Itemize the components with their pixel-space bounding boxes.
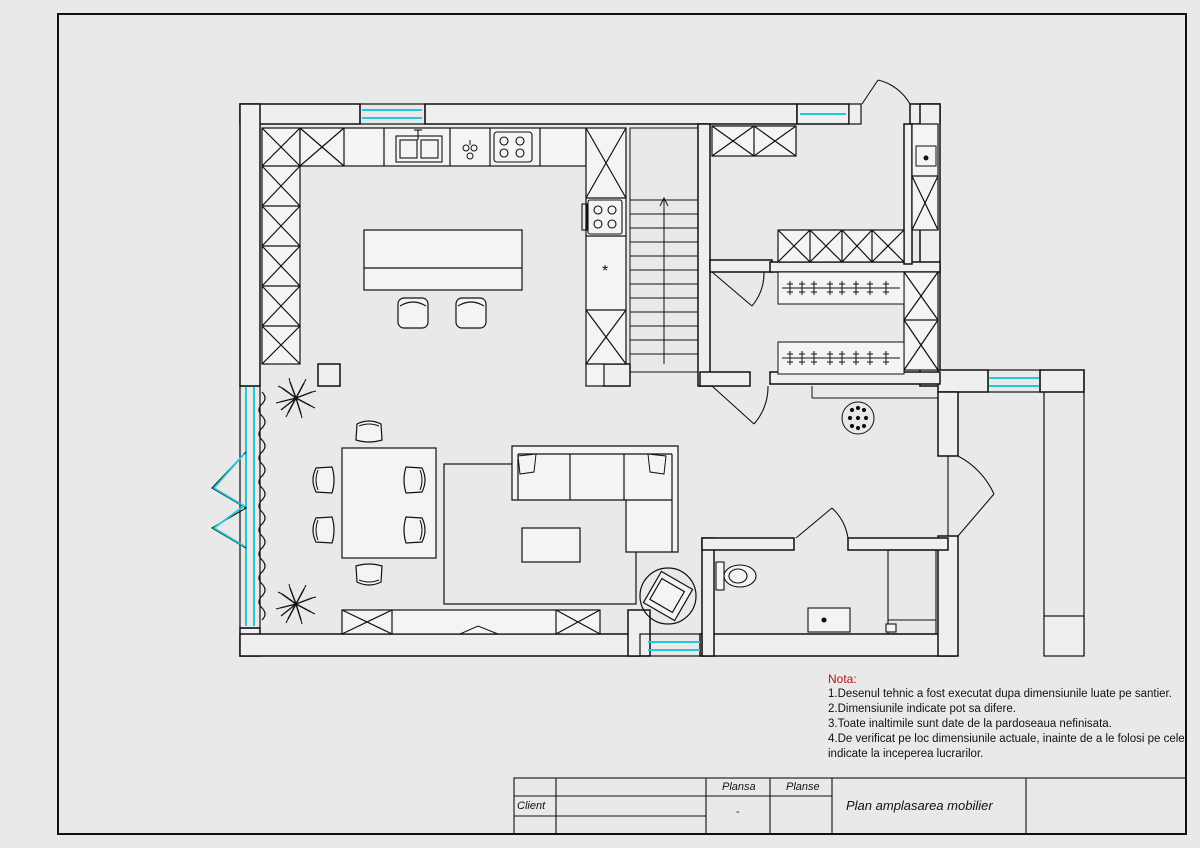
terrace-folding-door: [210, 451, 248, 549]
cooktop-icon: [493, 131, 533, 163]
client-label: Client: [517, 800, 546, 812]
rug-icon: [841, 401, 875, 435]
washbasin-icon: [915, 145, 937, 167]
title-block: [513, 777, 1187, 835]
plansa-value: -: [736, 806, 740, 818]
planse-label: Planse: [786, 781, 820, 793]
washbasin-icon: [807, 607, 851, 633]
chair-icon: [397, 297, 487, 329]
notes-title: Nota:: [828, 672, 857, 686]
curtain: [258, 391, 266, 621]
faucet-icon: [462, 140, 478, 160]
kitchen-island: [363, 229, 523, 291]
wardrobe: [711, 123, 939, 371]
sideboard: [341, 609, 601, 635]
note-item: 2.Dimensiunile indicate pot sa difere.: [828, 703, 1016, 715]
drawing-title: Plan amplasarea mobilier: [846, 798, 993, 813]
cushion: [517, 453, 667, 475]
sink-icon: [395, 129, 443, 163]
staircase: [629, 127, 699, 373]
asterisk-mark: *: [602, 263, 608, 280]
sofa: [511, 445, 679, 553]
armchair-icon: [639, 567, 697, 625]
note-item: 1.Desenul tehnic a fost executat dupa di…: [828, 688, 1172, 700]
note-item: 3.Toate inaltimile sunt date de la pardo…: [828, 718, 1112, 730]
plant-icon: [275, 377, 317, 625]
terrace-outline: [1043, 370, 1085, 657]
toilet-icon: [715, 561, 757, 591]
cooktop-icon: [581, 199, 623, 235]
kitchen-cabinets: [261, 127, 627, 387]
plansa-label: Plansa: [722, 781, 756, 793]
tv-stand: [459, 625, 499, 635]
bathroom-fixtures: [885, 549, 937, 635]
clothes-rail: [777, 271, 905, 375]
windows: [245, 109, 1040, 651]
door-swings: [711, 79, 995, 539]
coffee-table: [521, 527, 581, 563]
note-item: 4.De verificat pe loc dimensiunile actua…: [828, 733, 1185, 760]
notes-block: Nota: 1.Desenul tehnic a fost executat d…: [828, 672, 1188, 762]
walls: [239, 103, 1085, 657]
